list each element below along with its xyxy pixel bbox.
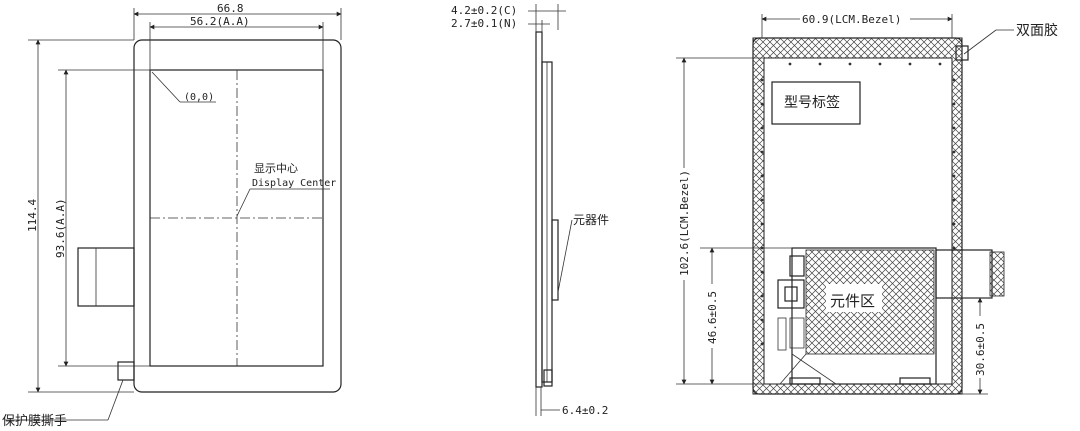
bezel-dots xyxy=(760,62,956,346)
side-components xyxy=(551,219,559,301)
dim-thickness-c: 4.2±0.2(C) xyxy=(451,4,517,17)
dim-thickness-n: 2.7±0.1(N) xyxy=(451,17,517,30)
dim-thickness-bottom: 6.4±0.2 xyxy=(562,404,608,417)
left-fpc xyxy=(77,247,135,307)
front-view: 66.8 56.2(A.A) 114.4 93.6(A.A) (0,0) 显示中… xyxy=(2,2,342,429)
dim-bezel-width: 60.9(LCM.Bezel) xyxy=(802,13,901,26)
right-fpc xyxy=(935,249,993,299)
double-sided-tape-label: 双面胶 xyxy=(1016,22,1058,39)
film-tab xyxy=(117,361,135,381)
model-label-text: 型号标签 xyxy=(784,94,840,111)
dim-outline-width: 66.8 xyxy=(217,2,244,15)
components-label: 元器件 xyxy=(573,213,609,227)
module-outline xyxy=(133,39,342,393)
origin-label: (0,0) xyxy=(184,92,214,103)
display-center-en: Display Center xyxy=(252,178,336,189)
component-area-label: 元件区 xyxy=(830,292,875,310)
back-view: 型号标签 元件区 60.9(LCM.Bezel) 双面胶 xyxy=(676,12,1058,395)
side-view: 4.2±0.2(C) 2.7±0.1(N) 元器件 6.4±0.2 xyxy=(451,4,609,417)
component-area xyxy=(791,247,937,385)
display-center-cn: 显示中心 xyxy=(254,162,298,175)
dim-right-height: 30.6±0.5 xyxy=(974,323,987,376)
dim-outline-height: 114.4 xyxy=(26,199,39,232)
dim-bezel-height: 102.6(LCM.Bezel) xyxy=(678,170,691,276)
side-panel xyxy=(535,31,543,388)
film-tab-label: 保护膜撕手 xyxy=(2,414,67,429)
dim-active-width: 56.2(A.A) xyxy=(190,15,250,28)
dim-active-height: 93.6(A.A) xyxy=(54,198,67,258)
dim-component-area-height: 46.6±0.5 xyxy=(706,291,719,344)
model-label-box xyxy=(771,81,861,125)
